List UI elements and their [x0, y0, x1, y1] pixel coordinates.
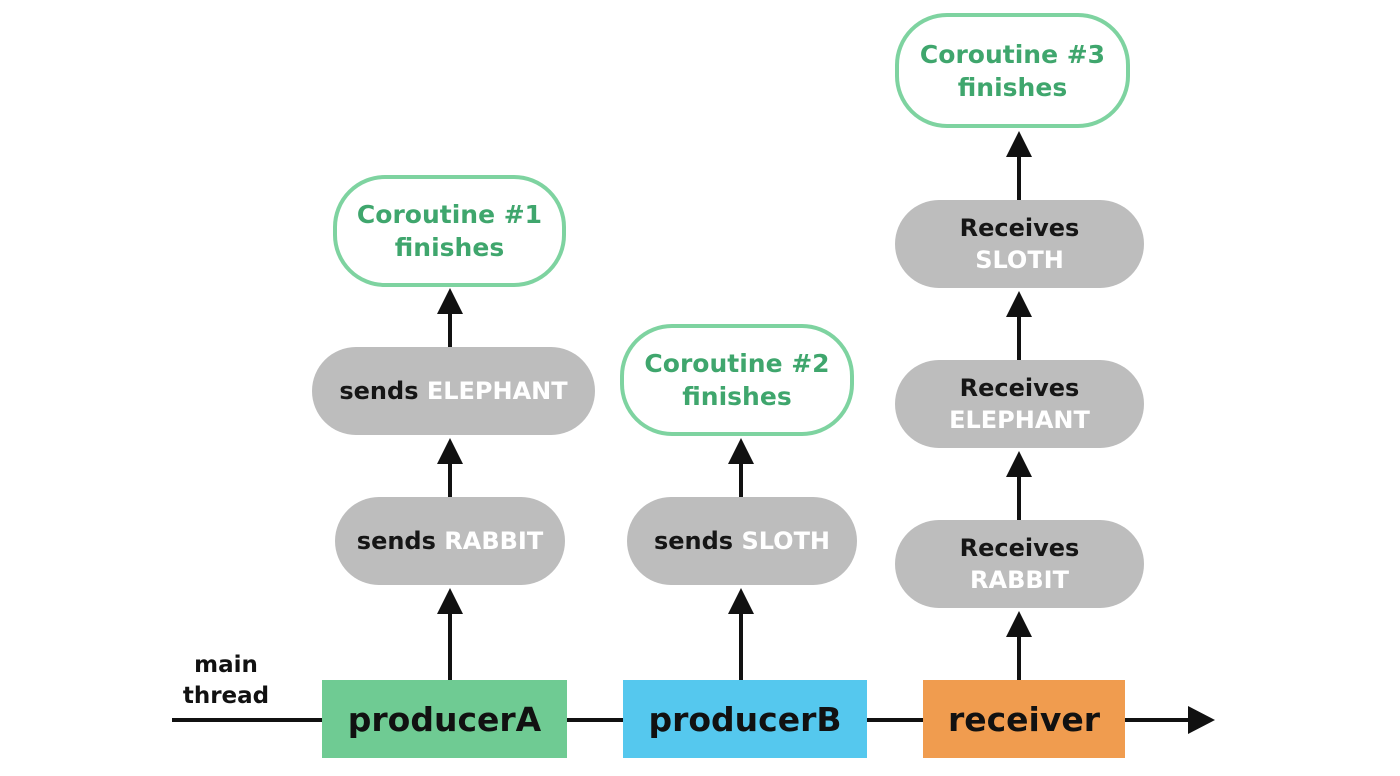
- finish-line2: finishes: [957, 72, 1068, 102]
- receiver-arrows: [1006, 131, 1032, 680]
- producerB-arrows: [728, 438, 754, 680]
- main-thread-arrowhead: [1188, 706, 1215, 734]
- producerA-finish: Coroutine #1 finishes: [333, 175, 566, 287]
- step-value: ELEPHANT: [949, 406, 1090, 434]
- producerA-label: producerA: [347, 699, 542, 739]
- step-verb: sends: [356, 527, 436, 555]
- step-value: ELEPHANT: [426, 377, 568, 405]
- finish-line1: Coroutine #1: [356, 200, 543, 229]
- step-verb: sends: [339, 377, 419, 405]
- step-value: RABBIT: [444, 527, 544, 555]
- receiver-step-2: Receives ELEPHANT: [895, 360, 1144, 448]
- main-thread-label-line2: thread: [182, 683, 270, 709]
- main-thread-label: main thread: [172, 650, 280, 712]
- step-verb: Receives: [959, 534, 1080, 562]
- step-verb: Receives: [959, 214, 1080, 242]
- receiver-finish: Coroutine #3 finishes: [895, 13, 1130, 128]
- producerB-finish: Coroutine #2 finishes: [620, 324, 854, 436]
- producerA-step-2: sends ELEPHANT: [312, 347, 595, 435]
- finish-line1: Coroutine #2: [644, 349, 830, 378]
- receiver-box: receiver: [923, 680, 1125, 758]
- producerA-box: producerA: [322, 680, 567, 758]
- receiver-step-1: Receives RABBIT: [895, 520, 1144, 608]
- finish-line2: finishes: [394, 233, 505, 262]
- receiver-step-3: Receives SLOTH: [895, 200, 1144, 288]
- producerB-label: producerB: [648, 699, 842, 739]
- producerA-step-1: sends RABBIT: [335, 497, 565, 585]
- step-value: SLOTH: [741, 527, 831, 555]
- step-verb: Receives: [959, 374, 1080, 402]
- producerA-arrows: [437, 288, 463, 680]
- step-verb: sends: [653, 527, 734, 555]
- receiver-label: receiver: [947, 699, 1101, 739]
- main-thread-label-line1: main: [194, 652, 258, 678]
- step-value: SLOTH: [975, 246, 1064, 274]
- step-value: RABBIT: [970, 566, 1069, 594]
- finish-line1: Coroutine #3: [919, 39, 1106, 69]
- finish-line2: finishes: [682, 382, 792, 411]
- producerB-step-1: sends SLOTH: [627, 497, 857, 585]
- producerB-box: producerB: [623, 680, 867, 758]
